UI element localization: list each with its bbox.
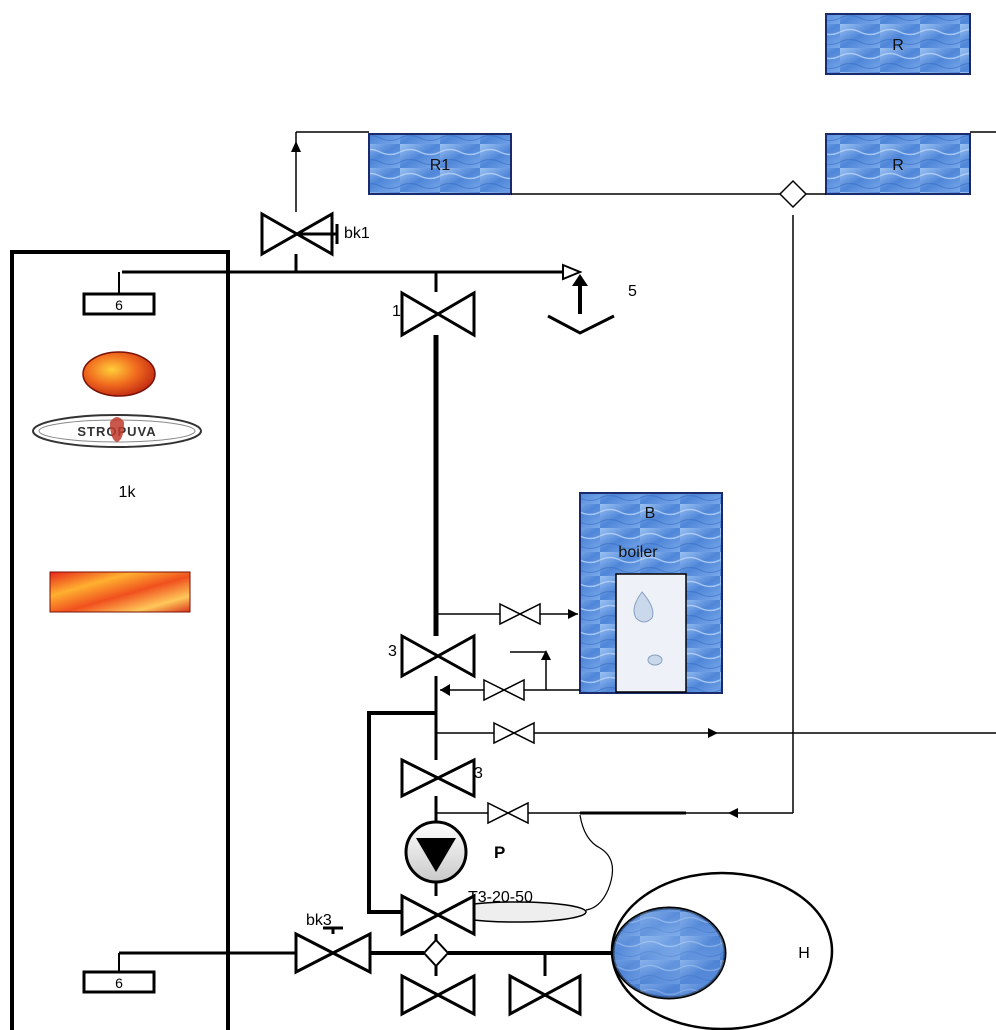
valve-heating-out[interactable] xyxy=(493,721,535,745)
branch-return-in xyxy=(436,801,793,911)
boiler-coil-window xyxy=(615,573,687,693)
valve-return-in[interactable] xyxy=(487,801,529,825)
water-drop-icon xyxy=(633,591,654,623)
valve-1[interactable]: 1 xyxy=(392,290,476,338)
valve-3-upper-label: 3 xyxy=(388,643,397,660)
boiler-vent xyxy=(510,650,551,690)
firebox-icon xyxy=(49,571,191,613)
valve-3-upper[interactable]: 3 xyxy=(388,633,476,679)
flame-ball-icon xyxy=(82,351,156,397)
tank-r-mid: R xyxy=(825,133,971,195)
valve-bk1-label: bk1 xyxy=(344,225,370,242)
sensor-bottom-label: 6 xyxy=(115,975,123,991)
drain-5: 5 xyxy=(547,274,637,335)
boiler-word-label: boiler xyxy=(618,544,658,561)
pump-model-label: T3-20-50 xyxy=(468,889,533,906)
diamond-junction-top xyxy=(778,179,808,209)
valve-boiler-return[interactable] xyxy=(483,678,525,702)
valve-3-lower-label: 3 xyxy=(474,765,483,782)
valve-bk3-label: bk3 xyxy=(306,912,332,929)
tank-r-top: R xyxy=(825,13,971,75)
valve-boiler-in[interactable] xyxy=(499,602,541,626)
tank-r1-label: R1 xyxy=(430,157,451,174)
bypass-loop xyxy=(367,711,436,914)
drain-5-label: 5 xyxy=(628,283,637,300)
branch-heating-out xyxy=(436,721,996,745)
valve-1-label: 1 xyxy=(392,303,401,320)
valve-drain-left[interactable] xyxy=(400,973,476,1017)
sensor-top: 6 xyxy=(82,272,156,316)
top-piping xyxy=(291,131,996,813)
branch-boiler-in xyxy=(436,602,578,626)
valve-riser-lower[interactable] xyxy=(400,893,476,937)
valve-3-lower[interactable]: 3 xyxy=(400,757,483,799)
boiler-b-tank: B boiler xyxy=(579,492,723,694)
branch-boiler-return xyxy=(440,678,580,702)
sensor-bottom: 6 xyxy=(82,951,296,994)
tank-h: H xyxy=(610,871,834,1030)
bottom-header: bk3 xyxy=(294,912,618,976)
tank-r1: R1 xyxy=(368,133,512,195)
stropuva-logo-icon: STROPUVA xyxy=(32,414,202,448)
boiler-1k-label: 1k xyxy=(119,484,137,501)
valve-drain-right[interactable] xyxy=(508,973,582,1017)
diamond-junction-bottom xyxy=(422,938,450,968)
supply-header xyxy=(122,263,583,292)
tank-r-mid-label: R xyxy=(892,157,904,174)
valve-bk3[interactable] xyxy=(294,931,372,975)
pump-p-label: P xyxy=(494,843,505,862)
boiler-1k: 6 STROPUVA 1k 6 xyxy=(10,250,296,1030)
tank-h-label: H xyxy=(798,945,810,962)
tank-r-top-label: R xyxy=(892,37,904,54)
pump-p[interactable]: P xyxy=(404,820,505,884)
valve-bk1[interactable]: bk1 xyxy=(260,211,370,272)
sensor-top-label: 6 xyxy=(115,297,123,313)
water-drop-small-icon xyxy=(647,654,663,666)
boiler-b-label: B xyxy=(645,505,656,522)
